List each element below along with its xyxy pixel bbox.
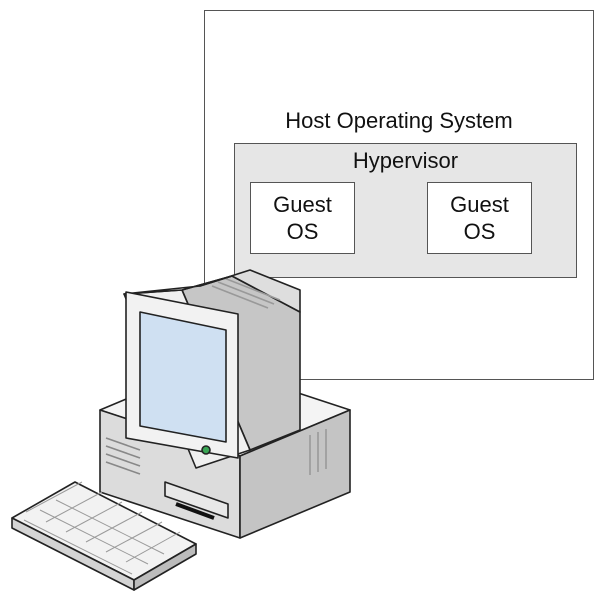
host-os-label: Host Operating System xyxy=(285,108,513,133)
guest-os-box-1: Guest OS xyxy=(250,182,355,254)
monitor-icon xyxy=(123,269,301,469)
monitor-screen xyxy=(139,311,227,443)
guest-os-1-line2: OS xyxy=(286,219,319,244)
computer-icon xyxy=(11,269,351,591)
hypervisor-label: Hypervisor xyxy=(352,148,459,173)
guest-os-1-line1: Guest xyxy=(273,192,332,217)
guest-os-2-line2: OS xyxy=(463,219,496,244)
power-led xyxy=(201,445,211,455)
hypervisor-box: Hypervisor Guest OS Guest OS xyxy=(234,143,577,278)
guest-os-box-2: Guest OS xyxy=(427,182,532,254)
keyboard-icon xyxy=(11,481,197,591)
guest-os-2-line1: Guest xyxy=(450,192,509,217)
